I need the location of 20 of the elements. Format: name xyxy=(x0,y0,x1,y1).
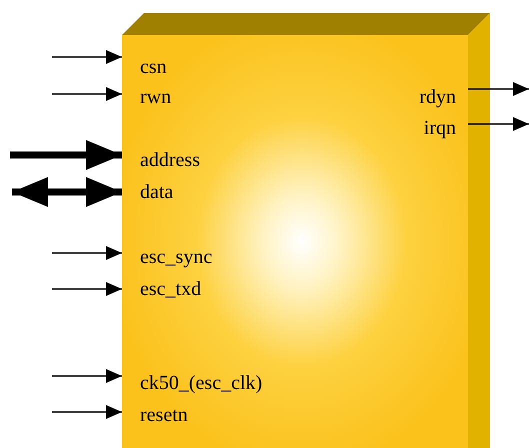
arrow xyxy=(10,140,122,170)
signal-label: ck50_(esc_clk) xyxy=(122,371,262,395)
signal-label: data xyxy=(122,180,174,204)
signal-label: address xyxy=(122,148,200,172)
arrow xyxy=(468,82,529,96)
arrow xyxy=(52,50,122,64)
signal-label: irqn xyxy=(424,116,468,140)
signal-label: esc_txd xyxy=(122,277,202,301)
arrow xyxy=(12,177,122,207)
signal-label: esc_sync xyxy=(122,245,212,269)
signal-label: rdyn xyxy=(419,85,468,109)
arrow xyxy=(52,405,122,419)
arrow xyxy=(52,87,122,101)
signal-label: csn xyxy=(122,55,167,79)
signal-label: resetn xyxy=(122,403,188,427)
arrow xyxy=(52,369,122,383)
signal-label: rwn xyxy=(122,85,172,109)
arrow xyxy=(52,246,122,260)
arrow xyxy=(52,282,122,296)
arrow xyxy=(468,117,529,131)
